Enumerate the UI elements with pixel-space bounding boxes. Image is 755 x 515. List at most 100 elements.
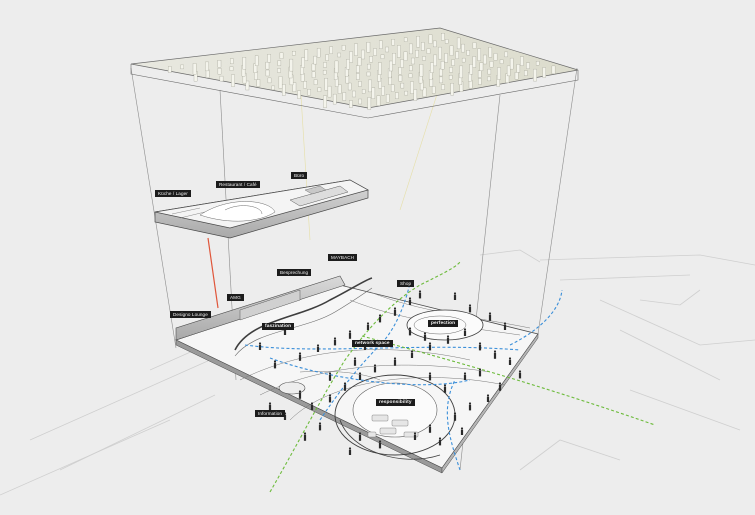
person-figure (423, 332, 427, 341)
ceiling-pendant (325, 54, 329, 61)
person-figure (478, 342, 482, 351)
ceiling-pendant (324, 78, 328, 91)
ceiling-pendant (488, 47, 493, 58)
ceiling-pendant (381, 86, 385, 96)
ceiling-pendant (385, 94, 390, 103)
person-figure (358, 432, 362, 441)
ceiling-pendant (415, 50, 419, 58)
vertical-circulation-connector (207, 237, 219, 309)
ceiling-pendant (180, 64, 184, 70)
ceiling-pendant (254, 55, 259, 66)
ceiling-pendant (426, 48, 431, 54)
person-figure (460, 427, 464, 435)
ceiling-pendant (419, 64, 424, 77)
ceiling-pendant (342, 92, 347, 101)
person-figure (428, 372, 432, 381)
ceiling-pendant (317, 87, 322, 92)
ceiling-pendant (311, 71, 316, 78)
ceiling-pendant (379, 40, 383, 49)
ceiling-pendant (356, 73, 360, 80)
label-perfection: perfection (428, 320, 459, 327)
ceiling-pendant (256, 79, 261, 87)
ceiling-pendant (376, 95, 381, 106)
ceiling-pendant (390, 84, 395, 92)
ceiling-pendant (313, 55, 317, 65)
ceiling-pendant (327, 85, 332, 98)
person-figure (393, 307, 397, 316)
ceiling-pendant (455, 51, 459, 59)
ceiling-pendant (499, 59, 504, 64)
ceiling-pendant (408, 73, 413, 78)
person-figure (328, 394, 332, 403)
ceiling-pendant (410, 81, 414, 94)
ceiling-pendant (533, 68, 537, 82)
ceiling-pendant (282, 84, 286, 96)
ceiling-pendant (231, 74, 235, 87)
ceiling-pendant (292, 82, 297, 92)
ceiling-pendant (219, 75, 224, 82)
ceiling-pendant (440, 61, 445, 70)
ceiling-pendant (497, 67, 501, 80)
ceiling-pendant (413, 89, 418, 101)
person-figure (418, 290, 422, 299)
ceiling-pendant (428, 34, 433, 44)
person-figure (488, 312, 492, 321)
ceiling-pendant (337, 52, 341, 58)
ceiling-pendant (389, 60, 393, 72)
person-figure (493, 350, 497, 359)
ceiling-pendant (367, 63, 371, 70)
label-maybach: MAYBACH (328, 254, 358, 261)
ceiling-pendant (433, 54, 437, 67)
ceiling-pendant (487, 68, 492, 75)
ceiling-pendant (316, 48, 321, 58)
label-amg: AMG (227, 294, 244, 301)
person-figure (358, 372, 362, 380)
ceiling-pendant (449, 45, 454, 56)
label-designo-lounge: Designo Lounge (170, 311, 211, 318)
ceiling-pendant (461, 43, 465, 53)
person-figure (438, 437, 442, 446)
ceiling-pendant (466, 50, 470, 56)
person-figure (393, 357, 397, 366)
ceiling-pendant (304, 49, 309, 61)
ceiling-pendant (433, 40, 437, 48)
person-figure (428, 342, 432, 351)
ceiling-pendant (439, 76, 443, 84)
ceiling-pendant (217, 60, 222, 68)
ceiling-pendant (357, 57, 362, 66)
person-figure (468, 304, 472, 313)
ceiling-pendant (352, 90, 356, 98)
ground-floor (174, 275, 539, 474)
ceiling-pendant (366, 71, 371, 77)
ceiling-sculpture (130, 27, 579, 119)
ceiling-pendant (337, 84, 342, 94)
ceiling-pendant (422, 87, 427, 98)
ceiling-pendant (514, 72, 519, 80)
ceiling-pendant (349, 51, 353, 63)
ceiling-pendant (506, 65, 511, 77)
ceiling-pendant (404, 90, 408, 96)
ceiling-pendant (477, 70, 482, 78)
ceiling-pendant (378, 62, 382, 75)
person-figure (268, 402, 272, 411)
ceiling-pendant (430, 62, 434, 73)
ceiling-pendant (403, 37, 408, 42)
ceiling-pendant (279, 52, 284, 59)
ceiling-pendant (459, 65, 463, 79)
person-figure (303, 432, 307, 441)
person-figure (428, 424, 432, 433)
ceiling-pendant (444, 53, 448, 63)
person-figure (258, 342, 262, 350)
ceiling-pendant (347, 82, 352, 91)
ceiling-pendant (277, 68, 281, 73)
person-figure (453, 412, 457, 421)
ceiling-pendant (242, 57, 247, 70)
ceiling-pendant (472, 42, 477, 49)
ceiling-pendant (487, 76, 491, 82)
ceiling-pendant (192, 63, 197, 75)
ceiling-pendant (438, 46, 442, 60)
ceiling-pendant (422, 56, 426, 61)
ceiling-pendant (504, 51, 508, 58)
person-figure (316, 344, 320, 352)
